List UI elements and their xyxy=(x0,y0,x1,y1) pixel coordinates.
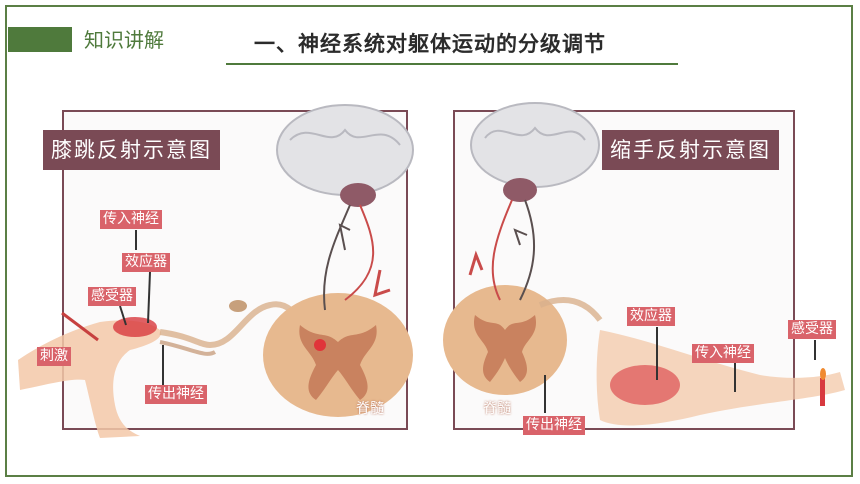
label-afferent-right: 传入神经 xyxy=(692,344,754,363)
label-receptor-right: 感受器 xyxy=(788,320,836,339)
label-stimulus: 刺激 xyxy=(37,347,71,366)
label-efferent-left: 传出神经 xyxy=(145,385,207,404)
right-brain xyxy=(468,102,600,301)
label-pointers xyxy=(119,230,816,413)
title-underline xyxy=(226,63,678,65)
arm-illustration xyxy=(538,297,845,426)
knee-jerk-title: 膝跳反射示意图 xyxy=(43,130,220,170)
label-afferent-left: 传入神经 xyxy=(100,210,162,229)
withdrawal-title: 缩手反射示意图 xyxy=(602,130,779,170)
label-receptor-left: 感受器 xyxy=(88,287,136,306)
page-title: 一、神经系统对躯体运动的分级调节 xyxy=(254,32,606,56)
left-spinal-cord xyxy=(263,293,413,417)
label-effector-left: 效应器 xyxy=(122,253,170,272)
label-efferent-right: 传出神经 xyxy=(523,416,585,435)
section-label: 知识讲解 xyxy=(84,28,164,52)
section-bar xyxy=(8,27,72,52)
right-spinal-cord xyxy=(443,285,567,395)
label-spinal-right: 脊髓 xyxy=(483,401,511,417)
label-spinal-left: 脊髓 xyxy=(356,401,384,417)
leg-illustration xyxy=(18,311,161,438)
label-effector-right: 效应器 xyxy=(627,307,675,326)
slide-frame xyxy=(5,5,853,477)
left-brain xyxy=(276,104,414,311)
